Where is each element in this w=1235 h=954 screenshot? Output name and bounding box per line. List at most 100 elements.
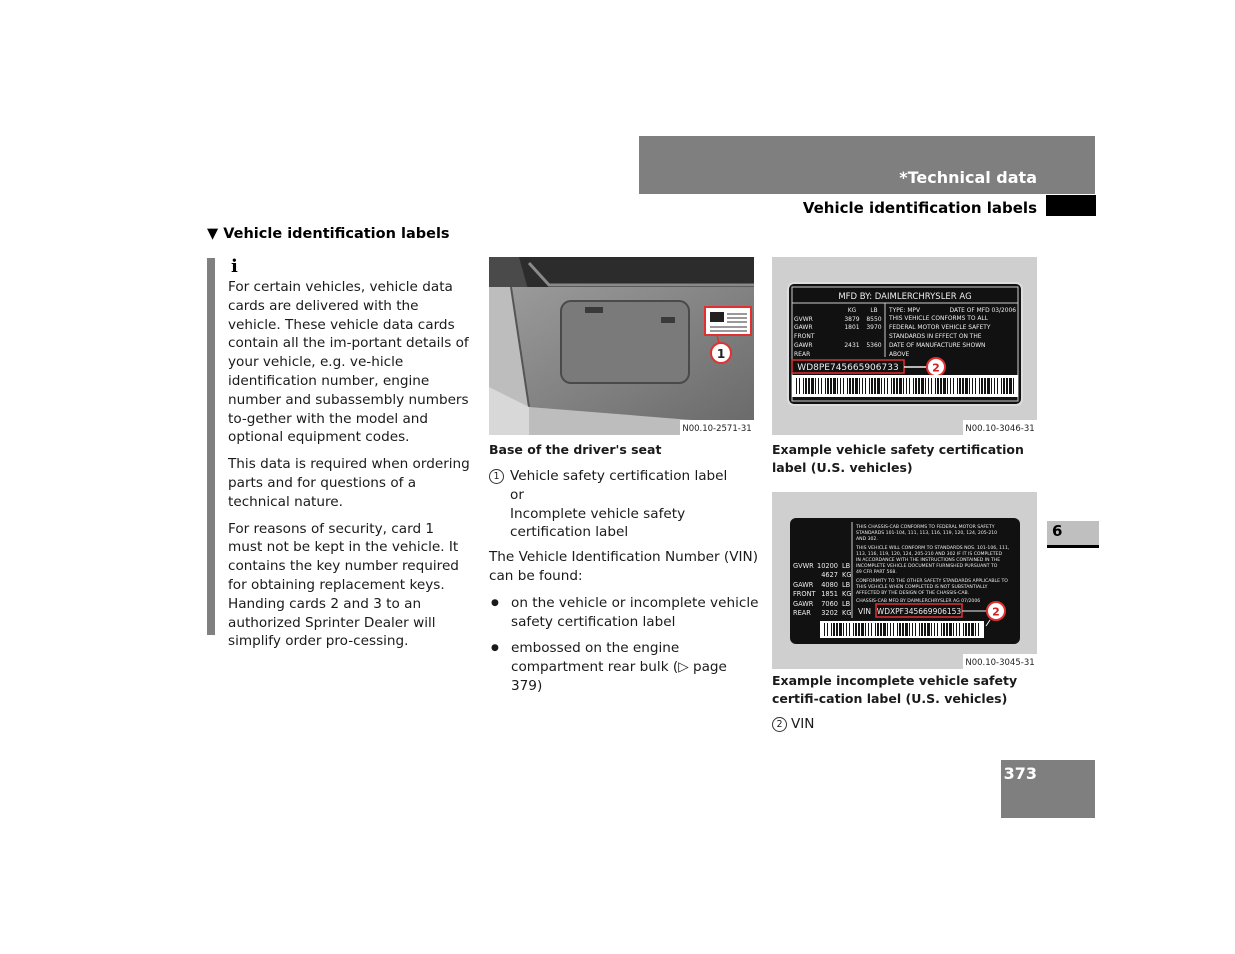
barcode-bar <box>937 623 938 636</box>
barcode-bar <box>868 623 869 636</box>
barcode-bar <box>965 378 968 394</box>
barcode-bar <box>957 378 958 394</box>
page-number: 373 <box>1003 764 1037 783</box>
info-note: For certain vehicles, vehicle data cards… <box>228 278 472 659</box>
label-statement-line: 49 CFR PART 568. <box>856 569 897 575</box>
barcode-bar <box>935 378 936 394</box>
label-marker: 2 <box>932 362 940 375</box>
barcode-bar <box>871 378 873 394</box>
barcode-bar <box>903 378 904 394</box>
barcode-bar <box>909 378 910 394</box>
barcode-bar <box>847 378 848 394</box>
safety-label-caption: Example vehicle safety certification lab… <box>772 442 1024 475</box>
barcode-bar <box>950 378 951 394</box>
barcode-bar <box>943 623 945 636</box>
label-statement-line: ABOVE <box>889 352 910 358</box>
label-row-unit: KG <box>842 571 851 579</box>
barcode-bar <box>877 378 880 394</box>
barcode-bar <box>975 378 976 394</box>
list-item: embossed on the engine compartment rear … <box>489 639 759 695</box>
barcode-bar <box>921 378 924 394</box>
legend-item-1: 1 Vehicle safety certification label or … <box>489 467 759 542</box>
label-statement-line: CHASSIS-CAB MFD BY DAIMLERCHRYSLER AG 07… <box>856 598 980 604</box>
barcode-bar <box>861 623 864 636</box>
barcode-bar <box>946 623 948 636</box>
incomplete-label-image: THIS CHASSIS-CAB CONFORMS TO FEDERAL MOT… <box>772 492 1037 669</box>
barcode-bar <box>891 378 892 394</box>
info-paragraph: For certain vehicles, vehicle data cards… <box>228 279 469 446</box>
label-row-name: FRONT <box>794 333 815 340</box>
info-paragraph: Handing cards 2 and 3 to an authorized S… <box>228 595 436 650</box>
barcode-bar <box>881 378 882 394</box>
barcode-bar <box>965 623 967 636</box>
label-statement-line: IN ACCORDANCE WITH THE INSTRUCTIONS CONT… <box>856 557 1000 563</box>
barcode-bar <box>869 378 870 394</box>
label-row-name: REAR <box>794 351 810 358</box>
barcode-bar <box>818 378 819 394</box>
label-statement-line: 113, 116, 119, 120, 124, 205-210 AND 302… <box>856 551 1002 557</box>
barcode-bar <box>1001 378 1002 394</box>
barcode-bar <box>874 378 876 394</box>
barcode-bar <box>833 378 836 394</box>
barcode-bar <box>796 378 797 394</box>
label-row-value: 1801 <box>844 324 859 331</box>
label-statement-line: THIS VEHICLE WHEN COMPLETED IS NOT SUBST… <box>855 584 988 590</box>
label-row-value: 3879 <box>844 316 859 323</box>
barcode-bar <box>962 378 964 394</box>
chapter-title: *Technical data <box>899 168 1037 187</box>
barcode-bar <box>811 378 814 394</box>
barcode-bar <box>918 378 920 394</box>
barcode-bar <box>831 623 832 636</box>
barcode-bar <box>959 623 960 636</box>
barcode-bar <box>887 378 888 394</box>
barcode-bar <box>871 623 872 636</box>
barcode-bar <box>884 378 885 394</box>
barcode-bar <box>971 623 974 636</box>
legend-line: Vehicle safety certification label <box>510 468 728 484</box>
barcode-bar <box>836 623 838 636</box>
barcode-bar <box>899 378 902 394</box>
barcode-bar <box>928 378 929 394</box>
barcode-bar <box>1006 378 1008 394</box>
barcode-bar <box>1013 378 1014 394</box>
barcode-bar <box>865 623 866 636</box>
vin-intro: The Vehicle Identification Number (VIN) … <box>489 549 759 584</box>
page-number-box <box>1001 760 1095 818</box>
barcode-bar <box>937 378 939 394</box>
barcode <box>796 378 1014 394</box>
info-icon: i <box>231 256 238 277</box>
barcode-bar <box>803 378 804 394</box>
label-row-unit: LB <box>842 600 851 608</box>
barcode-bar <box>859 378 860 394</box>
label-row-name: GVWR <box>793 562 814 570</box>
barcode-bar <box>956 623 957 636</box>
info-sidebar <box>207 258 215 635</box>
barcode-bar <box>959 378 961 394</box>
safety-label-image: MFD BY: DAIMLERCHRYSLER AG KG LB GVWR 38… <box>772 257 1037 435</box>
incomplete-label-caption: Example incomplete vehicle safety certif… <box>772 673 1018 706</box>
vin-locations-list: on the vehicle or incomplete vehicle saf… <box>489 594 759 696</box>
barcode-bar <box>915 623 916 636</box>
label-row-name: REAR <box>793 609 811 617</box>
section-marker <box>1046 195 1096 216</box>
barcode <box>824 623 979 636</box>
barcode-bar <box>978 623 979 636</box>
photo-caption: Base of the driver's seat <box>489 442 662 457</box>
label-vin: WDXPF345669906153 <box>877 607 962 616</box>
barcode-bar <box>887 623 888 636</box>
label-statement-line: STANDARDS IN EFFECT ON THE <box>889 334 982 340</box>
barcode-bar <box>943 378 946 394</box>
barcode-bar <box>968 623 970 636</box>
label-row-value: 8550 <box>866 316 881 323</box>
photo-code: N00.10-2571-31 <box>682 424 751 434</box>
barcode-bar <box>808 378 810 394</box>
barcode-bar <box>969 378 970 394</box>
legend-number: 2 <box>772 716 791 732</box>
barcode-bar <box>940 378 942 394</box>
barcode-bar <box>934 623 935 636</box>
barcode-bar <box>837 378 838 394</box>
legend-number: 1 <box>489 467 508 542</box>
label-image-code: N00.10-3046-31 <box>965 424 1034 434</box>
barcode-bar <box>880 623 882 636</box>
barcode-bar <box>849 378 851 394</box>
